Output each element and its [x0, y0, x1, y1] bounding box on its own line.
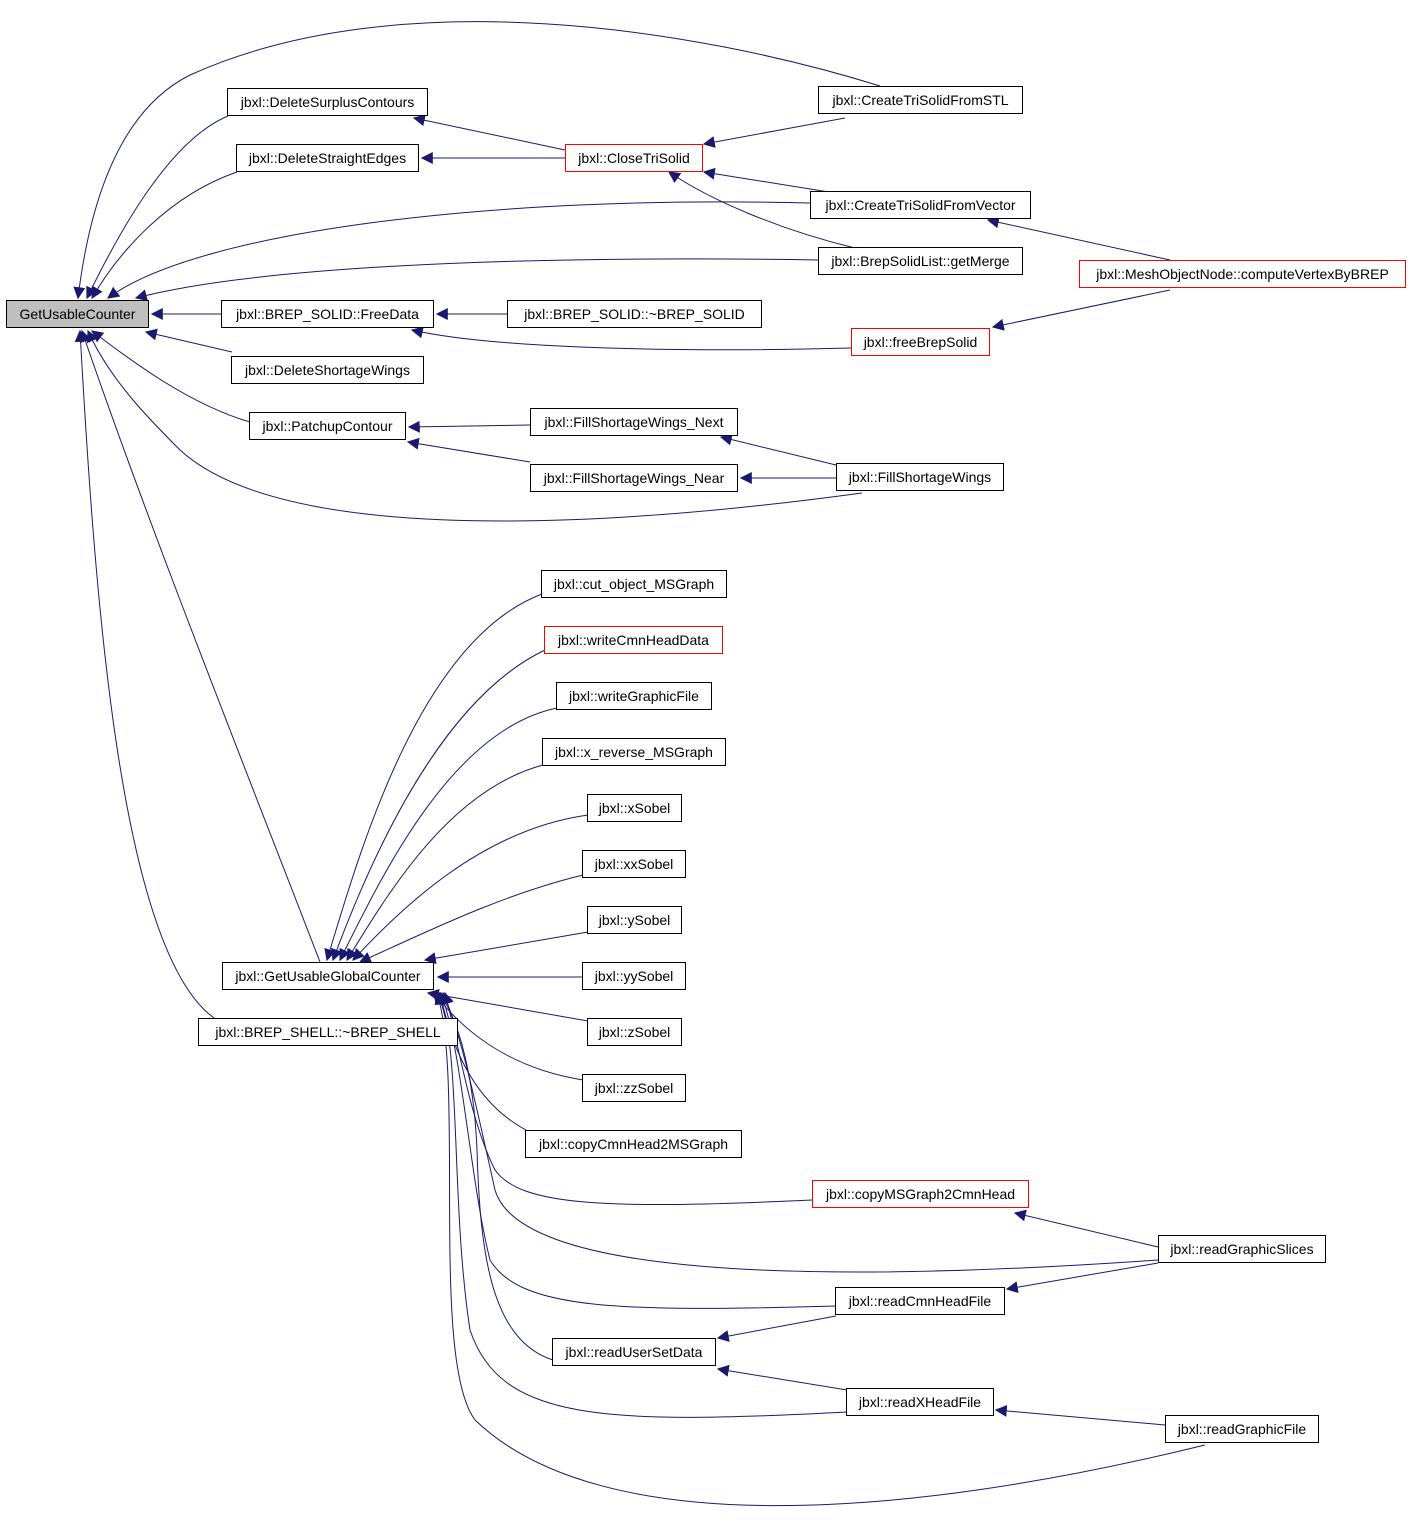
edge-zz-sobel-to-global — [433, 992, 584, 1081]
edge-delete-surplus-to-root — [86, 115, 229, 300]
node-close-tri-solid[interactable]: jbxl::CloseTriSolid — [565, 144, 703, 172]
edge-brep-shell-to-root — [74, 329, 215, 1019]
edge-read-slices-to-copy-ms — [1013, 1209, 1159, 1248]
edge-read-slices-to-read-cmn — [1005, 1262, 1159, 1294]
edge-copy-cmn-to-global — [436, 991, 527, 1131]
edge-delete-shortage-to-root — [144, 328, 233, 353]
node-yy-sobel[interactable]: jbxl::yySobel — [582, 962, 686, 990]
edge-create-stl-to-root — [73, 21, 881, 300]
node-delete-shortage-wings[interactable]: jbxl::DeleteShortageWings — [231, 356, 424, 384]
node-fill-shortage-wings[interactable]: jbxl::FillShortageWings — [836, 463, 1004, 491]
node-write-cmn-head-data[interactable]: jbxl::writeCmnHeadData — [544, 626, 723, 654]
edge-y-sobel-to-global — [423, 931, 589, 965]
node-fill-shortage-wings-next[interactable]: jbxl::FillShortageWings_Next — [530, 408, 738, 436]
edge-write-graphic-to-global — [339, 707, 558, 962]
node-read-user-set-data[interactable]: jbxl::readUserSetData — [552, 1338, 716, 1366]
edge-fill-near-to-patchup — [406, 437, 531, 463]
node-read-cmn-head-file[interactable]: jbxl::readCmnHeadFile — [835, 1287, 1005, 1315]
edge-mesh-compute-to-create-vector — [986, 216, 1171, 261]
edge-global-counter-to-root — [79, 329, 321, 963]
edge-create-vector-to-close-tri — [702, 167, 836, 194]
edge-read-xhead-to-global — [436, 991, 848, 1418]
edge-cut-object-to-global — [324, 593, 543, 962]
edge-read-cmn-to-global — [439, 991, 837, 1309]
edge-create-vector-to-root — [107, 201, 811, 299]
node-copy-cmn-head-2-msgraph[interactable]: jbxl::copyCmnHead2MSGraph — [525, 1130, 742, 1158]
edge-mesh-compute-to-free-brep — [991, 289, 1171, 331]
node-read-graphic-file[interactable]: jbxl::readGraphicFile — [1165, 1415, 1319, 1443]
edge-write-cmn-to-global — [331, 649, 546, 962]
edge-patchup-to-root — [91, 330, 251, 423]
node-y-sobel[interactable]: jbxl::ySobel — [587, 906, 682, 934]
edge-copy-ms-to-global — [441, 991, 813, 1206]
edge-read-slices-to-global — [442, 991, 1159, 1273]
node-mesh-object-node-compute-vertex-by-brep[interactable]: jbxl::MeshObjectNode::computeVertexByBRE… — [1079, 260, 1406, 288]
node-x-reverse-msgraph[interactable]: jbxl::x_reverse_MSGraph — [542, 738, 726, 766]
node-read-x-head-file[interactable]: jbxl::readXHeadFile — [846, 1388, 994, 1416]
node-xx-sobel[interactable]: jbxl::xxSobel — [582, 850, 686, 878]
edge-get-merge-to-root — [134, 258, 819, 302]
node-create-tri-solid-from-stl[interactable]: jbxl::CreateTriSolidFromSTL — [818, 86, 1023, 114]
edge-delete-straight-to-root — [91, 171, 238, 300]
node-z-sobel[interactable]: jbxl::zSobel — [587, 1018, 682, 1046]
edge-x-reverse-to-global — [346, 764, 544, 962]
node-x-sobel[interactable]: jbxl::xSobel — [587, 794, 682, 822]
edge-read-user-to-global — [438, 992, 554, 1361]
edge-get-merge-to-close-tri — [668, 171, 856, 249]
node-free-brep-solid[interactable]: jbxl::freeBrepSolid — [851, 328, 990, 356]
edge-fill-next-to-patchup — [407, 420, 531, 433]
node-read-graphic-slices[interactable]: jbxl::readGraphicSlices — [1158, 1235, 1326, 1263]
node-delete-straight-edges[interactable]: jbxl::DeleteStraightEdges — [236, 144, 419, 172]
node-patchup-contour[interactable]: jbxl::PatchupContour — [249, 412, 406, 440]
edge-fill-shortage-to-root — [86, 329, 863, 522]
node-fill-shortage-wings-near[interactable]: jbxl::FillShortageWings_Near — [530, 464, 738, 492]
edge-read-graphic-to-read-xhead — [994, 1404, 1166, 1426]
edge-x-sobel-to-global — [352, 814, 589, 961]
edge-read-graphic-to-global — [434, 991, 1206, 1507]
edge-free-brep-to-brep-free — [410, 326, 852, 351]
node-write-graphic-file[interactable]: jbxl::writeGraphicFile — [556, 682, 712, 710]
edge-xx-sobel-to-global — [358, 874, 584, 964]
node-cut-object-msgraph[interactable]: jbxl::cut_object_MSGraph — [541, 570, 727, 598]
node-get-usable-counter: GetUsableCounter — [6, 300, 149, 328]
node-brep-solid-list-get-merge[interactable]: jbxl::BrepSolidList::getMerge — [818, 247, 1023, 275]
node-brep-solid-free-data[interactable]: jbxl::BREP_SOLID::FreeData — [221, 300, 434, 328]
edge-create-stl-to-close-tri — [702, 117, 846, 148]
node-zz-sobel[interactable]: jbxl::zzSobel — [582, 1074, 686, 1102]
edge-fill-shortage-to-fill-next — [719, 433, 837, 466]
node-delete-surplus-contours[interactable]: jbxl::DeleteSurplusContours — [227, 88, 428, 116]
edge-read-xhead-to-read-user — [716, 1364, 848, 1391]
node-get-usable-global-counter[interactable]: jbxl::GetUsableGlobalCounter — [222, 962, 434, 990]
node-brep-shell-destructor[interactable]: jbxl::BREP_SHELL::~BREP_SHELL — [198, 1018, 458, 1046]
node-copy-msgraph-2-cmn-head[interactable]: jbxl::copyMSGraph2CmnHead — [812, 1180, 1029, 1208]
edge-read-cmn-to-read-user — [716, 1315, 837, 1342]
edge-close-tri-to-delete-surplus — [412, 114, 566, 151]
node-create-tri-solid-from-vector[interactable]: jbxl::CreateTriSolidFromVector — [810, 191, 1031, 219]
node-brep-solid-destructor[interactable]: jbxl::BREP_SOLID::~BREP_SOLID — [507, 300, 762, 328]
edge-z-sobel-to-global — [426, 988, 589, 1022]
